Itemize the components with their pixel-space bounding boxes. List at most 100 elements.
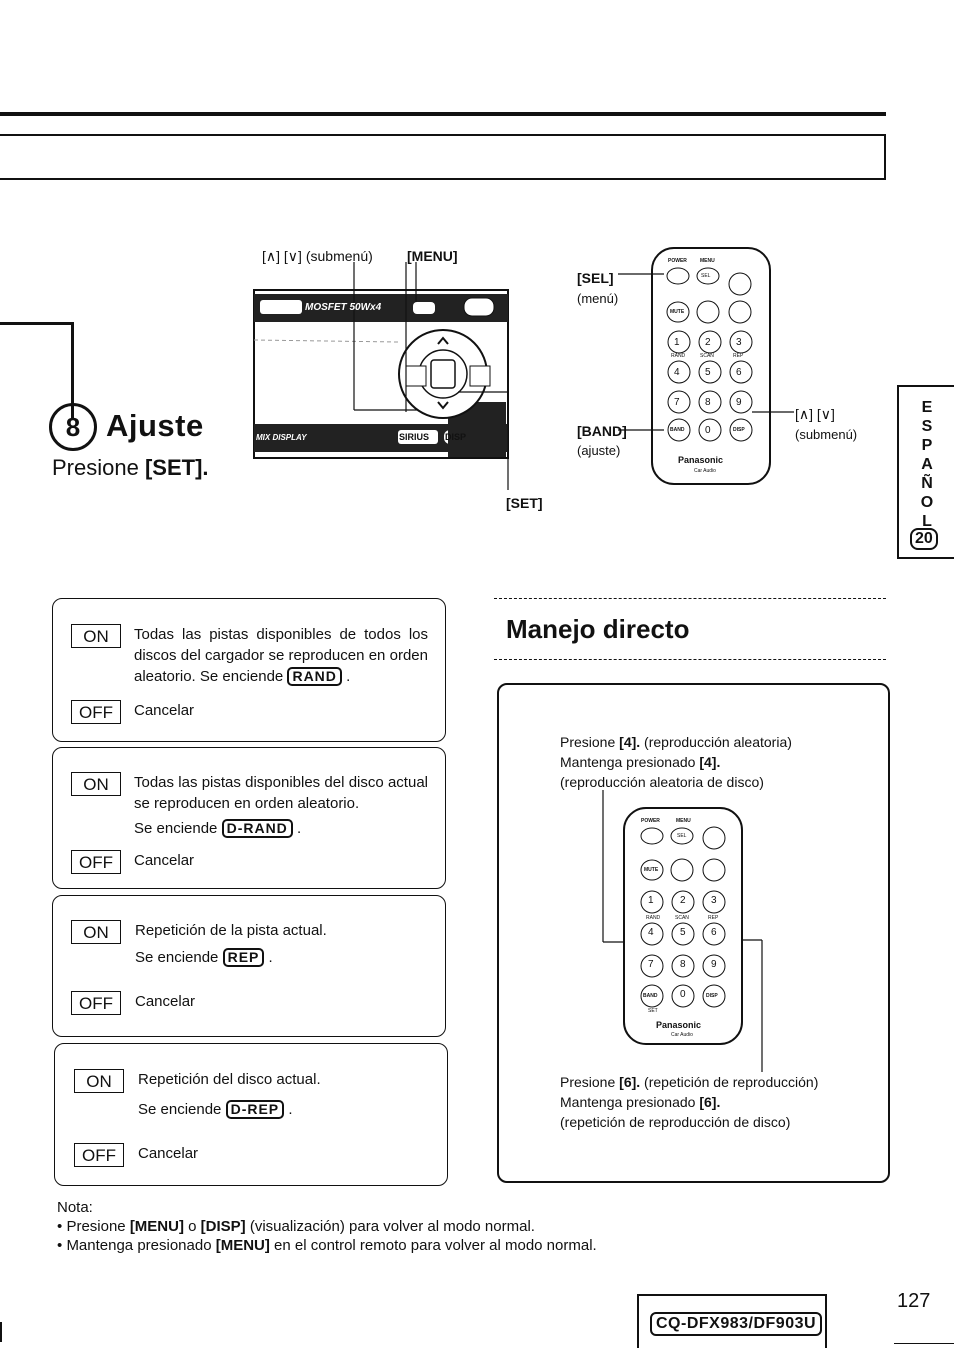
remote-top-scan: SCAN xyxy=(700,353,714,359)
off-key: OFF xyxy=(71,991,121,1015)
remote-bottom-digit-0: 0 xyxy=(680,989,686,1000)
side-letter-5: Ñ xyxy=(921,475,933,492)
remote-bottom-digit-5: 5 xyxy=(680,927,686,938)
side-letter-4: A xyxy=(921,456,933,473)
remote-top-band: BAND xyxy=(670,427,685,433)
option-box-random-all: ON Todas las pistas disponibles de todos… xyxy=(52,598,446,742)
on-key: ON xyxy=(71,920,121,944)
note-2-key: [MENU] xyxy=(215,1237,270,1254)
remote-top-digit-8: 8 xyxy=(705,397,711,408)
d-rep-indicator: D-REP xyxy=(225,1100,285,1119)
remote-bottom-brand: Panasonic xyxy=(656,1020,702,1030)
bullet-icon: • xyxy=(57,1218,63,1235)
display-menu-label: [MENU] xyxy=(407,248,458,264)
direct-line-2: Mantenga presionado [4]. xyxy=(560,752,720,772)
remote-control-top xyxy=(618,247,794,485)
remote-top-rep: REP xyxy=(733,353,744,359)
remote-band-label: [BAND] xyxy=(577,423,627,439)
option-on-lights: Se enciende xyxy=(138,1101,222,1118)
note-block: Nota: • Presione [MENU] o [DISP] (visual… xyxy=(57,1198,597,1255)
language-side-letters: E S P A Ñ O L xyxy=(915,398,939,531)
option-box-repeat-disc: ON Repetición del disco actual. Se encie… xyxy=(54,1043,448,1186)
bullet-icon: • xyxy=(57,1237,63,1254)
model-number: CQ-DFX983/DF903U xyxy=(650,1312,823,1336)
remote-bottom-rand: RAND xyxy=(646,915,661,921)
option-on-suffix: . xyxy=(288,1101,293,1118)
step-instruction-key: [SET]. xyxy=(144,455,209,480)
note-1-key-1: [MENU] xyxy=(129,1218,184,1235)
step-instruction-prefix: Presione xyxy=(52,455,145,480)
direct-line-5: Mantenga presionado [6]. xyxy=(560,1092,720,1112)
option-off-text: Cancelar xyxy=(134,852,195,869)
option-on-lights: Se enciende xyxy=(135,949,219,966)
display-disp-text: DISP xyxy=(445,432,467,442)
note-bullet-1: • Presione [MENU] o [DISP] (visualizació… xyxy=(57,1217,597,1236)
note-1-mid: o xyxy=(183,1218,201,1235)
remote-control-bottom xyxy=(602,790,763,1072)
remote-bottom-band: BAND xyxy=(643,993,658,999)
display-updown-label: [∧] [∨] (submenú) xyxy=(262,248,373,265)
remote-bottom-digit-4: 4 xyxy=(648,927,654,938)
remote-bottom-digit-8: 8 xyxy=(680,959,686,970)
display-sirius-text: SIRIUS xyxy=(399,432,430,442)
remote-bottom-digit-1: 1 xyxy=(648,895,654,906)
remote-bottom-digit-3: 3 xyxy=(711,895,717,906)
display-set-label: [SET] xyxy=(506,495,543,511)
on-key: ON xyxy=(74,1069,124,1093)
remote-top-digit-5: 5 xyxy=(705,367,711,378)
direct-line-1-key: [4]. xyxy=(619,734,641,750)
option-on-text: Todas las pistas disponibles del disco a… xyxy=(134,774,428,812)
option-on-text: Repetición del disco actual. xyxy=(138,1071,321,1088)
remote-bottom-rep: REP xyxy=(708,915,719,921)
direct-line-4-suffix: (repetición de reproducción) xyxy=(640,1074,819,1090)
remote-sel-desc: (menú) xyxy=(577,291,619,306)
remote-top-digit-1: 1 xyxy=(674,337,680,348)
section-dash-bottom xyxy=(494,659,886,661)
option-on-suffix: . xyxy=(346,668,351,685)
remote-bottom-power: POWER xyxy=(641,818,660,824)
side-letter-7: L xyxy=(922,513,932,530)
remote-top-brand: Panasonic xyxy=(678,455,724,465)
remote-top-digit-4: 4 xyxy=(674,367,680,378)
step-number: 8 xyxy=(49,403,97,451)
remote-top-brand-sub: Car Audio xyxy=(694,468,716,474)
remote-top-digit-9: 9 xyxy=(736,397,742,408)
side-letter-1: E xyxy=(921,399,933,416)
remote-bottom-mute: MUTE xyxy=(644,867,659,873)
direct-line-2-prefix: Mantenga presionado xyxy=(560,754,700,770)
header-box xyxy=(0,134,886,180)
note-1-key-2: [DISP] xyxy=(200,1218,246,1235)
remote-top-rand: RAND xyxy=(671,353,686,359)
display-title-text: MOSFET 50Wx4 xyxy=(305,302,382,313)
note-1-prefix: Presione xyxy=(66,1218,130,1235)
direct-line-4-key: [6]. xyxy=(619,1074,641,1090)
direct-line-4-prefix: Presione xyxy=(560,1074,620,1090)
note-1-suffix: (visualización) para volver al modo norm… xyxy=(245,1218,535,1235)
remote-bottom-set: SET xyxy=(648,1008,658,1014)
rand-indicator: RAND xyxy=(287,667,342,686)
model-frame xyxy=(637,1294,827,1348)
direct-line-1-prefix: Presione xyxy=(560,734,620,750)
direct-line-5-key: [6]. xyxy=(699,1094,721,1110)
option-off-text: Cancelar xyxy=(135,993,196,1010)
remote-updown-label: [∧] [∨] xyxy=(795,406,835,422)
on-key: ON xyxy=(71,772,121,796)
off-key: OFF xyxy=(71,700,121,724)
remote-top-digit-3: 3 xyxy=(736,337,742,348)
remote-bottom-digit-9: 9 xyxy=(711,959,717,970)
remote-top-digit-7: 7 xyxy=(674,397,680,408)
option-on-line2: Se enciende D-REP . xyxy=(138,1099,292,1120)
language-side-tab xyxy=(897,385,954,559)
option-box-random-disc: ON Todas las pistas disponibles del disc… xyxy=(52,747,446,889)
note-bullet-2: • Mantenga presionado [MENU] en el contr… xyxy=(57,1236,597,1255)
option-on-description: Todas las pistas disponibles de todos lo… xyxy=(134,626,428,685)
remote-top-menu: MENU xyxy=(700,258,715,264)
option-off-text: Cancelar xyxy=(138,1145,199,1162)
on-key: ON xyxy=(71,624,121,648)
page-rule xyxy=(894,1343,954,1344)
off-key: OFF xyxy=(71,850,121,874)
step-instruction: Presione [SET]. xyxy=(52,455,209,481)
remote-band-desc: (ajuste) xyxy=(577,443,621,458)
page-number: 127 xyxy=(897,1290,931,1312)
remote-band-key: [BAND] xyxy=(577,423,627,439)
